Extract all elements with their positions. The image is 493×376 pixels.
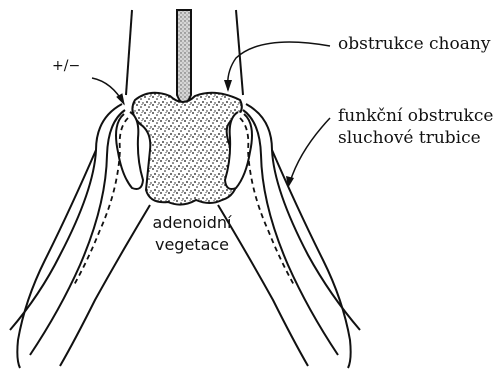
adenoid-label-line1: adenoidní [140,212,244,234]
pointer-choana [228,42,330,90]
left-pharyngeal-wall-inner [30,110,125,355]
plus-minus-label: +/− [52,58,80,74]
adenoid-mass [132,93,241,205]
arrowhead-choana [224,80,232,92]
central-probe [177,10,191,104]
left-nasal-wall [126,10,132,95]
pointer-plus-minus [92,78,124,104]
tube-label-line1: funkční obstrukce [338,106,493,126]
tube-label-line2: sluchové trubice [338,128,481,148]
adenoid-label-line2: vegetace [140,234,244,256]
choana-label: obstrukce choany [338,34,490,54]
pointer-tube [290,118,330,182]
right-pharyngeal-wall-inner [243,110,338,355]
left-outer-curve [17,150,96,368]
